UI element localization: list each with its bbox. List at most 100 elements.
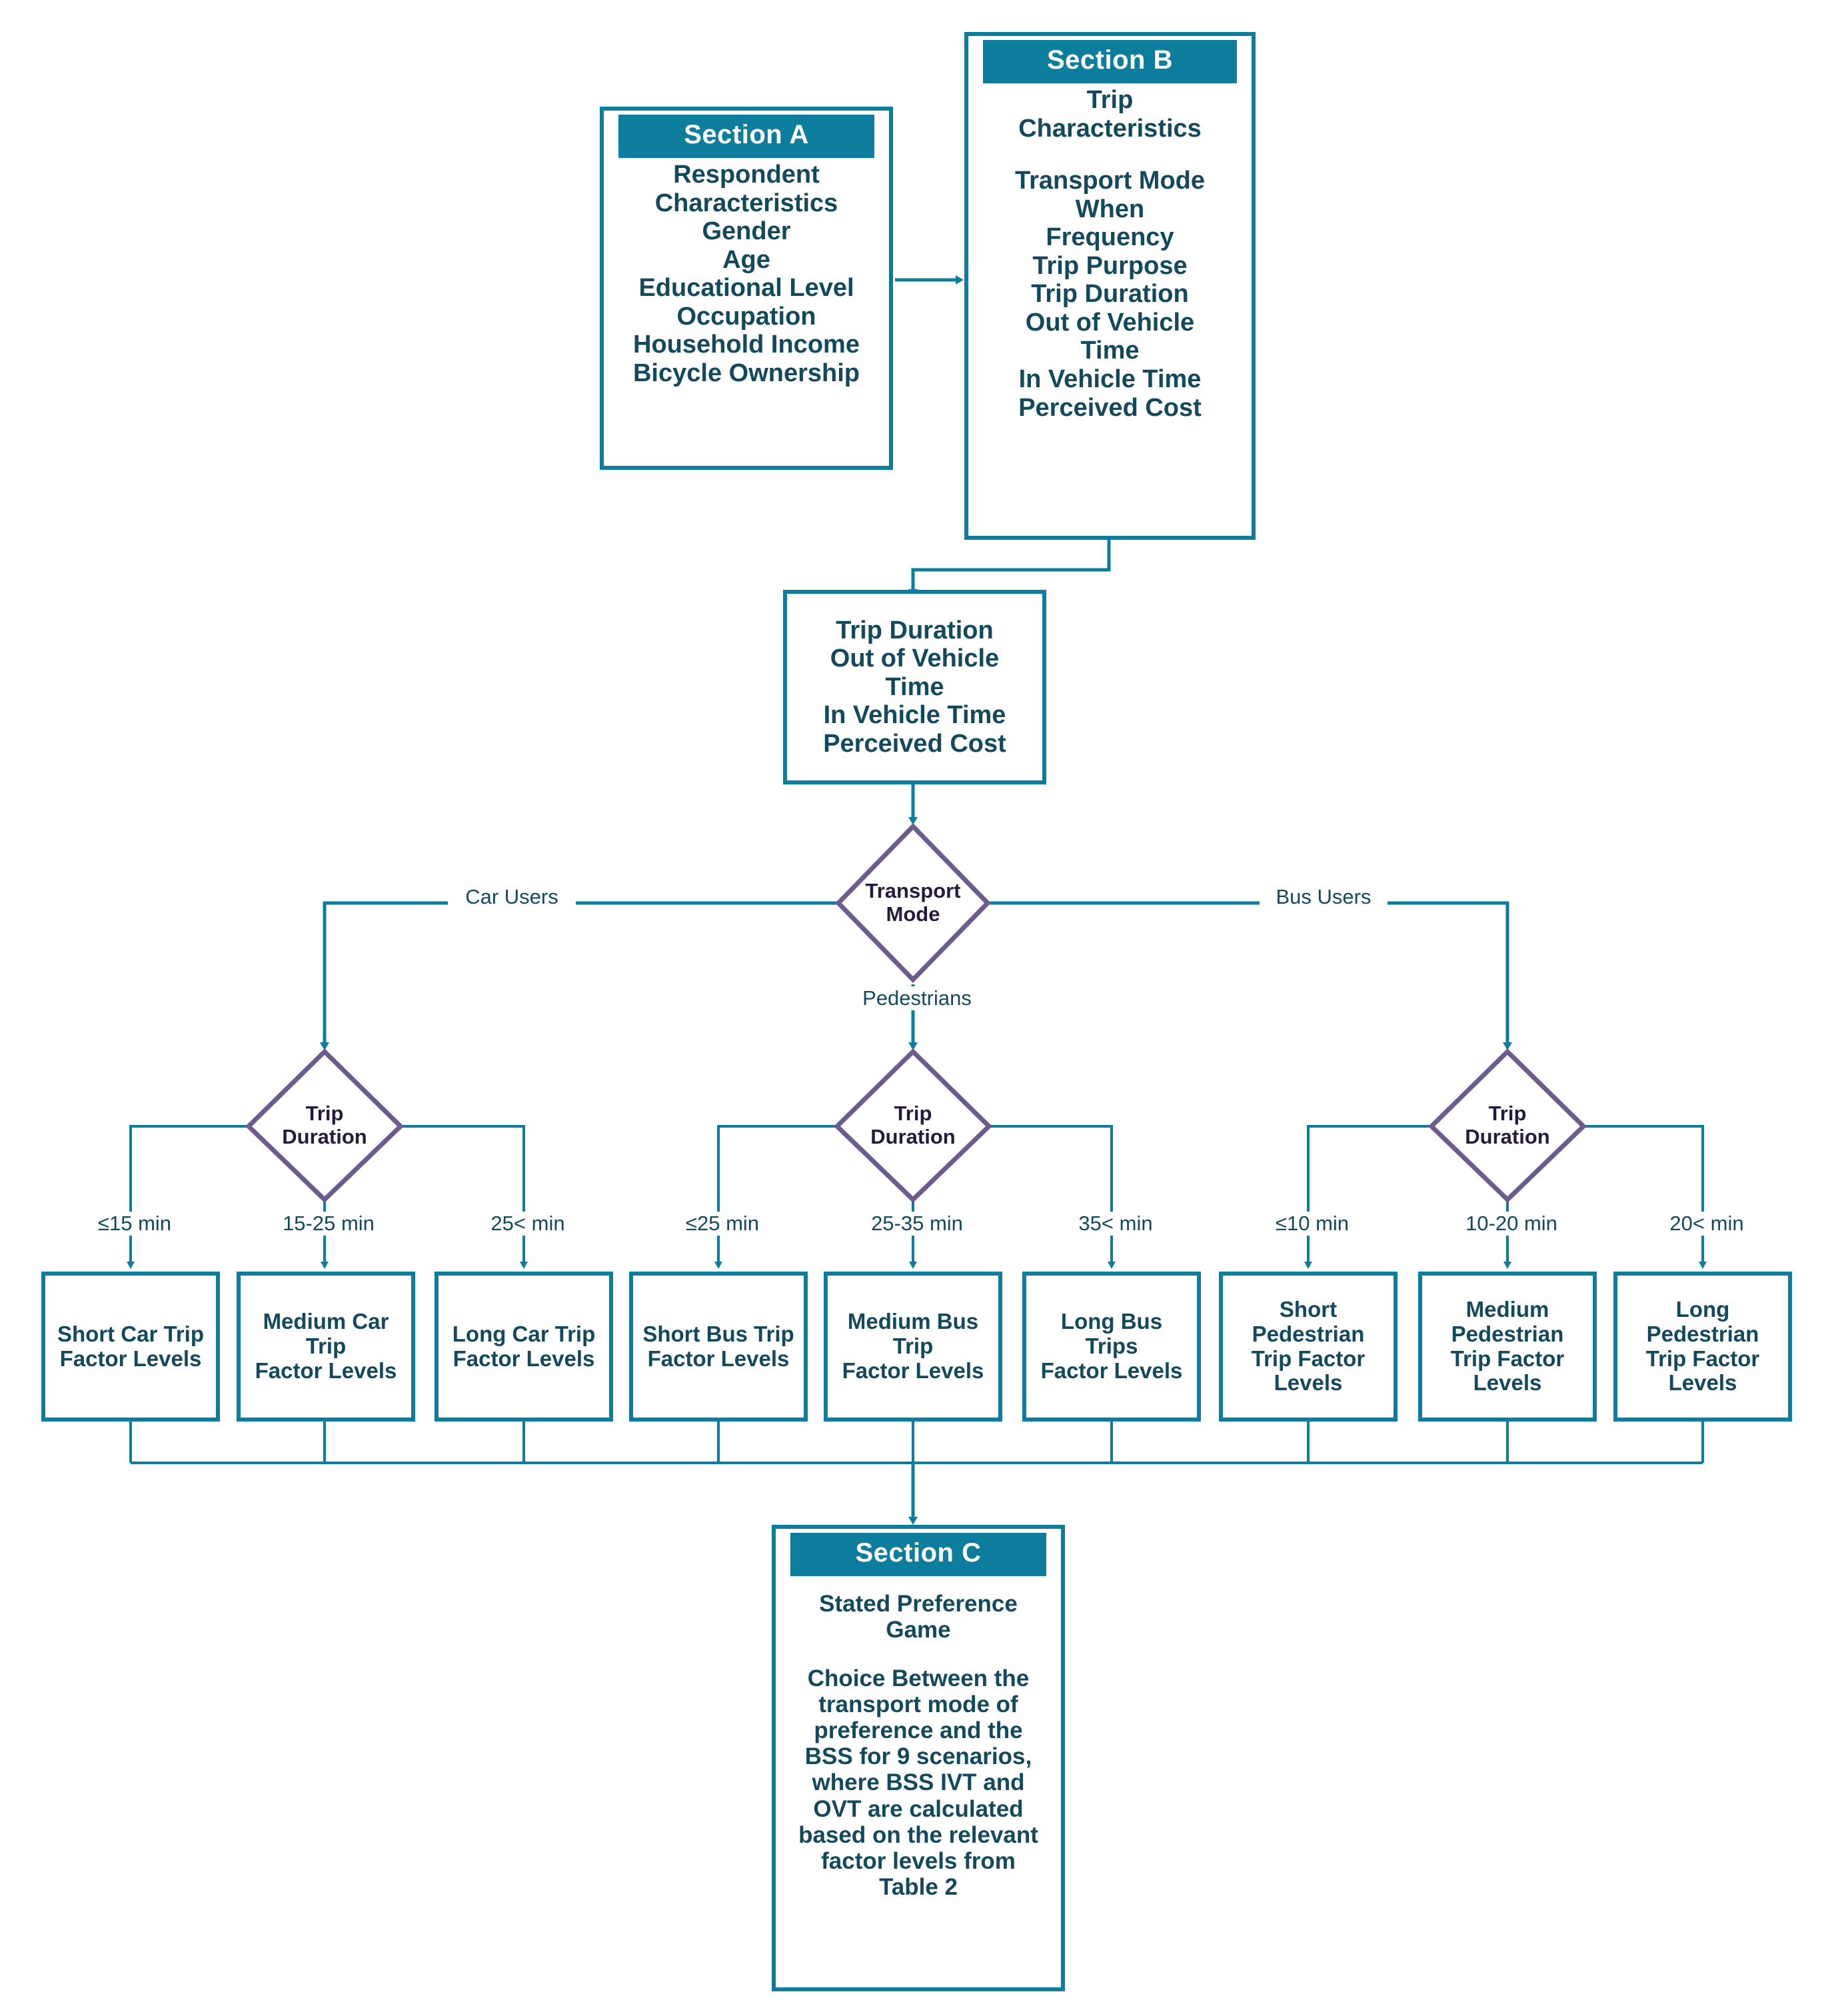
section-b-line: In Vehicle Time (1018, 365, 1202, 394)
attributes-line: Time (885, 672, 944, 701)
factor-line: Pedestrian (1451, 1321, 1564, 1346)
edge-sectionB-to-attributes (908, 540, 1111, 597)
factor-box-medium-car[interactable]: Medium Car Trip Factor Levels (237, 1272, 415, 1422)
spacer (968, 143, 1252, 167)
section-c-header: Section C (790, 1533, 1046, 1576)
factor-line: Factor Levels (1040, 1358, 1183, 1383)
edge-label-bus-users: Bus Users (1260, 885, 1387, 909)
factor-box-body: Medium Bus Trip Factor Levels (828, 1309, 998, 1384)
duration-edge-label-2: 25< min (444, 1212, 612, 1236)
factor-line: Long Bus (1060, 1309, 1163, 1334)
factor-line: Levels (1274, 1370, 1343, 1396)
trip-duration-diamond-bus-label: Trip Duration (870, 1102, 955, 1148)
section-b-line: Characteristics (1018, 114, 1202, 143)
section-c-line: factor levels from (821, 1847, 1016, 1874)
factor-line: Trips (1085, 1334, 1138, 1359)
section-a-line: Occupation (676, 302, 816, 331)
duration-edge-label-3: ≤25 min (638, 1212, 806, 1236)
factor-line: Trip Factor (1251, 1346, 1366, 1371)
section-a-line: Respondent (673, 161, 820, 189)
factor-line: Medium Car (263, 1309, 389, 1334)
factor-box-short-pedestrian[interactable]: Short Pedestrian Trip Factor Levels (1219, 1272, 1397, 1422)
section-c-body: Stated Preference Game Choice Between th… (776, 1576, 1061, 1900)
diamond-line: Trip (1488, 1102, 1527, 1126)
duration-edge-label-7: 10-20 min (1427, 1212, 1595, 1236)
edge-transportmode-to-car (320, 901, 841, 1050)
section-b-line: Trip (1086, 86, 1134, 114)
duration-diamond-shape-pedestrian (1427, 1048, 1587, 1203)
factor-line: Pedestrian (1252, 1321, 1365, 1346)
attributes-line: Trip Duration (836, 616, 994, 644)
section-a-line: Age (722, 245, 770, 274)
section-c-line: Stated Preference (819, 1591, 1018, 1617)
factor-box-medium-pedestrian[interactable]: Medium Pedestrian Trip Factor Levels (1418, 1272, 1597, 1422)
section-a-line: Gender (702, 217, 791, 246)
duration-edge-label-8: 20< min (1623, 1212, 1791, 1236)
section-b-line: Frequency (1046, 223, 1174, 252)
factor-box-body: Medium Car Trip Factor Levels (241, 1309, 411, 1384)
edge-label-car-users: Car Users (448, 885, 576, 909)
diamond-line: Duration (282, 1125, 367, 1148)
section-a-box[interactable]: Section A Respondent Characteristics Gen… (600, 107, 893, 470)
trip-duration-diamond-pedestrian[interactable]: Trip Duration (1431, 1052, 1583, 1200)
section-a-body: Respondent Characteristics Gender Age Ed… (604, 158, 889, 387)
factor-line: Medium Bus (847, 1309, 979, 1334)
duration-edge-label-4: 25-35 min (833, 1212, 1001, 1236)
factor-line: Levels (1473, 1370, 1542, 1396)
section-c-line: Game (886, 1617, 951, 1643)
factor-line: Medium (1465, 1296, 1549, 1322)
edge-transportmode-to-bus (985, 901, 1512, 1050)
section-b-line: Trip Duration (1031, 280, 1189, 309)
duration-diamond-shape-bus (833, 1048, 993, 1203)
factor-box-body: Medium Pedestrian Trip Factor Levels (1422, 1296, 1593, 1396)
section-a-line: Bicycle Ownership (632, 359, 860, 387)
diamond-line: Trip (305, 1102, 344, 1126)
factor-line: Long (1675, 1296, 1730, 1322)
section-b-body: Trip Characteristics Transport Mode When… (968, 83, 1252, 422)
factor-box-body: Long Bus Trips Factor Levels (1026, 1309, 1197, 1384)
factor-line: Factor Levels (59, 1346, 202, 1371)
factor-box-long-car[interactable]: Long Car Trip Factor Levels (435, 1272, 613, 1422)
factor-box-long-pedestrian[interactable]: Long Pedestrian Trip Factor Levels (1613, 1272, 1792, 1422)
section-a-line: Household Income (633, 331, 860, 359)
section-c-line: Choice Between the (807, 1665, 1030, 1691)
trip-attributes-box[interactable]: Trip Duration Out of Vehicle Time In Veh… (783, 590, 1046, 784)
diamond-line: Duration (1465, 1125, 1550, 1148)
section-b-header: Section B (983, 40, 1237, 83)
factor-line: Factor Levels (255, 1358, 397, 1383)
factor-line: Long Car Trip (452, 1321, 596, 1346)
trip-attributes-body: Trip Duration Out of Vehicle Time In Veh… (787, 616, 1042, 758)
transport-mode-diamond[interactable]: Transport Mode (838, 826, 988, 980)
diamond-line: Transport (865, 879, 961, 903)
factor-box-medium-bus[interactable]: Medium Bus Trip Factor Levels (824, 1272, 1002, 1422)
attributes-line: Out of Vehicle (830, 644, 1000, 673)
section-b-line: Perceived Cost (1018, 393, 1202, 422)
factor-box-long-bus[interactable]: Long Bus Trips Factor Levels (1022, 1272, 1201, 1422)
factor-box-body: Short Bus Trip Factor Levels (633, 1322, 804, 1372)
factor-line: Short Bus Trip (642, 1321, 794, 1346)
section-b-line: Time (1080, 337, 1140, 365)
diamond-line: Mode (886, 902, 940, 926)
factor-line: Short Car Trip (57, 1321, 205, 1346)
attributes-line: In Vehicle Time (823, 701, 1006, 730)
duration-edge-label-0: ≤15 min (51, 1212, 219, 1236)
factor-box-short-car[interactable]: Short Car Trip Factor Levels (41, 1272, 220, 1422)
section-c-line: Table 2 (878, 1874, 958, 1901)
factor-box-body: Long Pedestrian Trip Factor Levels (1617, 1296, 1788, 1396)
spacer (776, 1643, 1061, 1665)
factor-box-body: Long Car Trip Factor Levels (439, 1322, 609, 1372)
section-b-line: When (1075, 195, 1145, 223)
factor-box-short-bus[interactable]: Short Bus Trip Factor Levels (629, 1272, 808, 1422)
trip-duration-diamond-car[interactable]: Trip Duration (249, 1052, 401, 1200)
section-c-line: based on the relevant (798, 1821, 1038, 1848)
factor-line: Pedestrian (1646, 1321, 1759, 1346)
duration-edge-label-6: ≤10 min (1228, 1212, 1396, 1236)
edge-factorboxes-collector (129, 1422, 1704, 1464)
factor-line: Trip (305, 1334, 347, 1359)
diamond-line: Duration (870, 1125, 956, 1148)
section-c-box[interactable]: Section C Stated Preference Game Choice … (772, 1525, 1065, 1991)
section-b-box[interactable]: Section B Trip Characteristics Transport… (964, 32, 1256, 540)
trip-duration-diamond-bus[interactable]: Trip Duration (837, 1052, 989, 1200)
attributes-line: Perceived Cost (823, 729, 1006, 758)
